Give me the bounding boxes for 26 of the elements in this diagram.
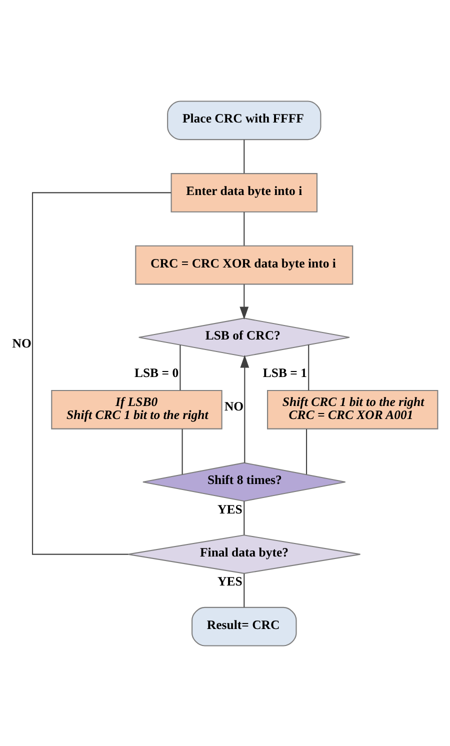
node-box: If LSB0 Shift CRC 1 bit to the right (51, 389, 222, 429)
connector (244, 139, 245, 173)
node-diamond: Shift 8 times? (142, 462, 346, 502)
edge-label: LSB = 1 (262, 365, 308, 380)
arrow (240, 354, 250, 462)
edge-label: NO (224, 398, 244, 413)
connector (308, 344, 310, 390)
edge-label: YES (218, 574, 242, 588)
connector (244, 500, 245, 534)
edge-label: NO (12, 336, 32, 350)
node-box: Shift CRC 1 bit to the right CRC = CRC XOR A001 (267, 389, 438, 429)
node-diamond: Final data byte? (128, 534, 361, 574)
connector (244, 573, 245, 607)
node-box: Result= CRC (192, 606, 297, 646)
connector (180, 344, 181, 390)
arrow (240, 284, 249, 320)
node-box: Enter data byte into i (170, 172, 318, 212)
connector (306, 428, 308, 474)
node-box: CRC = CRC XOR data byte into i (135, 244, 354, 284)
node-box: Place CRC with FFFF (167, 100, 322, 140)
connector (244, 212, 245, 246)
edge-label: LSB = 0 (134, 365, 179, 380)
connector (32, 192, 172, 554)
node-diamond: LSB of CRC? (138, 317, 350, 357)
edge-label: YES (218, 502, 242, 516)
connector (182, 428, 183, 474)
